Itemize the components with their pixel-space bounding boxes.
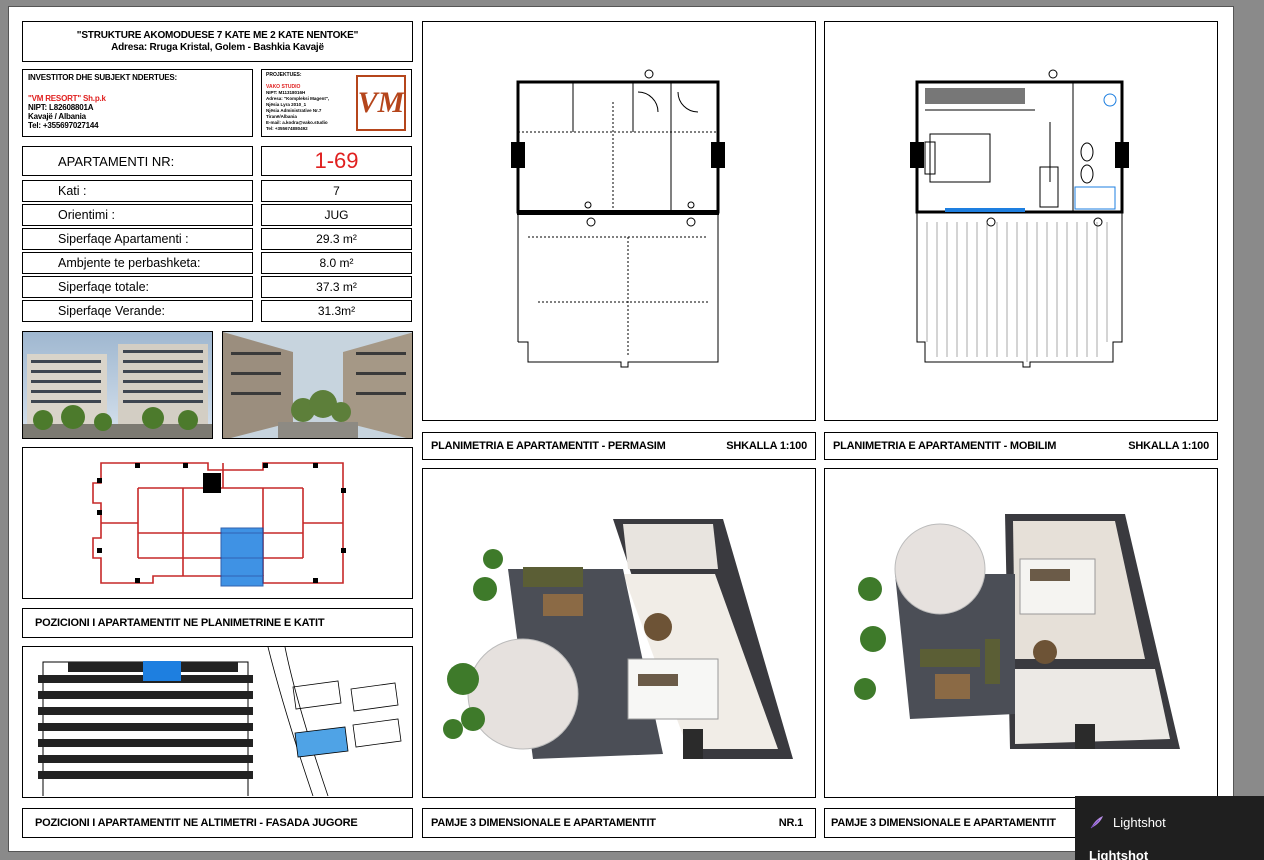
info-label-orientation: Orientimi : [22,204,253,226]
render-3d-number-1: NR.1 [778,817,803,829]
studio-logo: VM [356,75,406,131]
info-label-floor: Kati : [22,180,253,202]
dimension-plan-scale: SHKALLA 1:100 [726,440,807,452]
apartment-nr-label: APARTAMENTI NR: [58,153,175,169]
designer-line: Adresa: "Kompleksi Magent", [266,96,330,101]
info-value-floor: 7 [261,180,412,202]
designer-line: Tiranë/Albania [266,114,297,119]
project-address: Adresa: Rruga Kristal, Golem - Bashkia K… [111,42,324,53]
dimension-plan-caption: PLANIMETRIA E APARTAMENTIT - PERMASIM [431,440,666,452]
info-label-veranda: Siperfaqe Verande: [22,300,253,322]
info-value-veranda: 31.3m² [261,300,412,322]
designer-line: Njësia Administrative Nr.7 [266,108,322,113]
lightshot-menu-item[interactable]: Lightshot [1113,814,1166,830]
apartment-nr-value-cell: 1-69 [261,146,412,176]
lightshot-row[interactable]: Lightshot [1089,814,1166,830]
info-value-orientation: JUG [261,204,412,226]
investor-heading: INVESTITOR DHE SUBJEKT NDERTUES: [28,73,178,82]
dimension-plan-caption-cell: PLANIMETRIA E APARTAMENTIT - PERMASIM SH… [422,432,816,460]
feather-icon [1090,816,1103,829]
lightshot-popup[interactable]: Lightshot Lightshot [1075,796,1264,860]
floor-position-caption-cell: POZICIONI I APARTAMENTIT NE PLANIMETRINE… [22,608,413,638]
investor-company: "VM RESORT" Sh.p.k [28,94,106,103]
facade-caption-cell: POZICIONI I APARTAMENTIT NE ALTIMETRI - … [22,808,413,838]
title-block: "STRUKTURE AKOMODUESE 7 KATE ME 2 KATE N… [22,21,413,62]
designer-heading: PROJEKTUES: [266,72,302,78]
investor-block: INVESTITOR DHE SUBJEKT NDERTUES: "VM RES… [22,69,253,137]
dimension-floor-plan [422,21,816,421]
render-3d-caption-cell-1: PAMJE 3 DIMENSIONALE E APARTAMENTIT NR.1 [422,808,816,838]
designer-studio: VAKO STUDIO [266,84,301,90]
furnished-plan-caption-cell: PLANIMETRIA E APARTAMENTIT - MOBILIM SHK… [824,432,1218,460]
render-3d-view-2 [824,468,1218,798]
apartment-nr-value: 1-69 [314,148,359,173]
facade-caption: POZICIONI I APARTAMENTIT NE ALTIMETRI - … [35,817,358,829]
furnished-plan-caption: PLANIMETRIA E APARTAMENTIT - MOBILIM [833,440,1057,452]
project-title: "STRUKTURE AKOMODUESE 7 KATE ME 2 KATE N… [76,30,359,41]
investor-nipt: NIPT: L82608801A [28,103,94,112]
designer-block: PROJEKTUES: VAKO STUDIO NIPT: M11318016H… [261,69,412,137]
info-label-area: Siperfaqe Apartamenti : [22,228,253,250]
facade-position-drawing [22,646,413,798]
designer-line: NIPT: M11318016H [266,90,306,95]
designer-line: Tel: +355674880492 [266,126,308,131]
studio-logo-text: VM [357,86,405,119]
investor-tel: Tel: +355697027144 [28,121,99,130]
floor-position-caption: POZICIONI I APARTAMENTIT NE PLANIMETRINE… [35,617,325,629]
lightshot-title: Lightshot [1089,848,1149,860]
exterior-render-photo [22,331,213,439]
investor-city: Kavajë / Albania [28,112,86,121]
info-label-total: Siperfaqe totale: [22,276,253,298]
render-3d-view-1 [422,468,816,798]
furnished-floor-plan [824,21,1218,421]
info-label-common: Ambjente te perbashketa: [22,252,253,274]
info-value-total: 37.3 m² [261,276,412,298]
render-3d-caption-2: PAMJE 3 DIMENSIONALE E APARTAMENTIT [831,817,1056,829]
furnished-plan-scale: SHKALLA 1:100 [1128,440,1209,452]
designer-line: E-mail: a.kodra@vako.studio [266,120,328,125]
render-3d-caption-1: PAMJE 3 DIMENSIONALE E APARTAMENTIT [431,817,656,829]
courtyard-render-photo [222,331,413,439]
designer-line: Njësia Lyra 2010_1 [266,102,307,107]
info-value-common: 8.0 m² [261,252,412,274]
floor-position-plan [22,447,413,599]
info-value-area: 29.3 m² [261,228,412,250]
apartment-nr-label-cell: APARTAMENTI NR: [22,146,253,176]
